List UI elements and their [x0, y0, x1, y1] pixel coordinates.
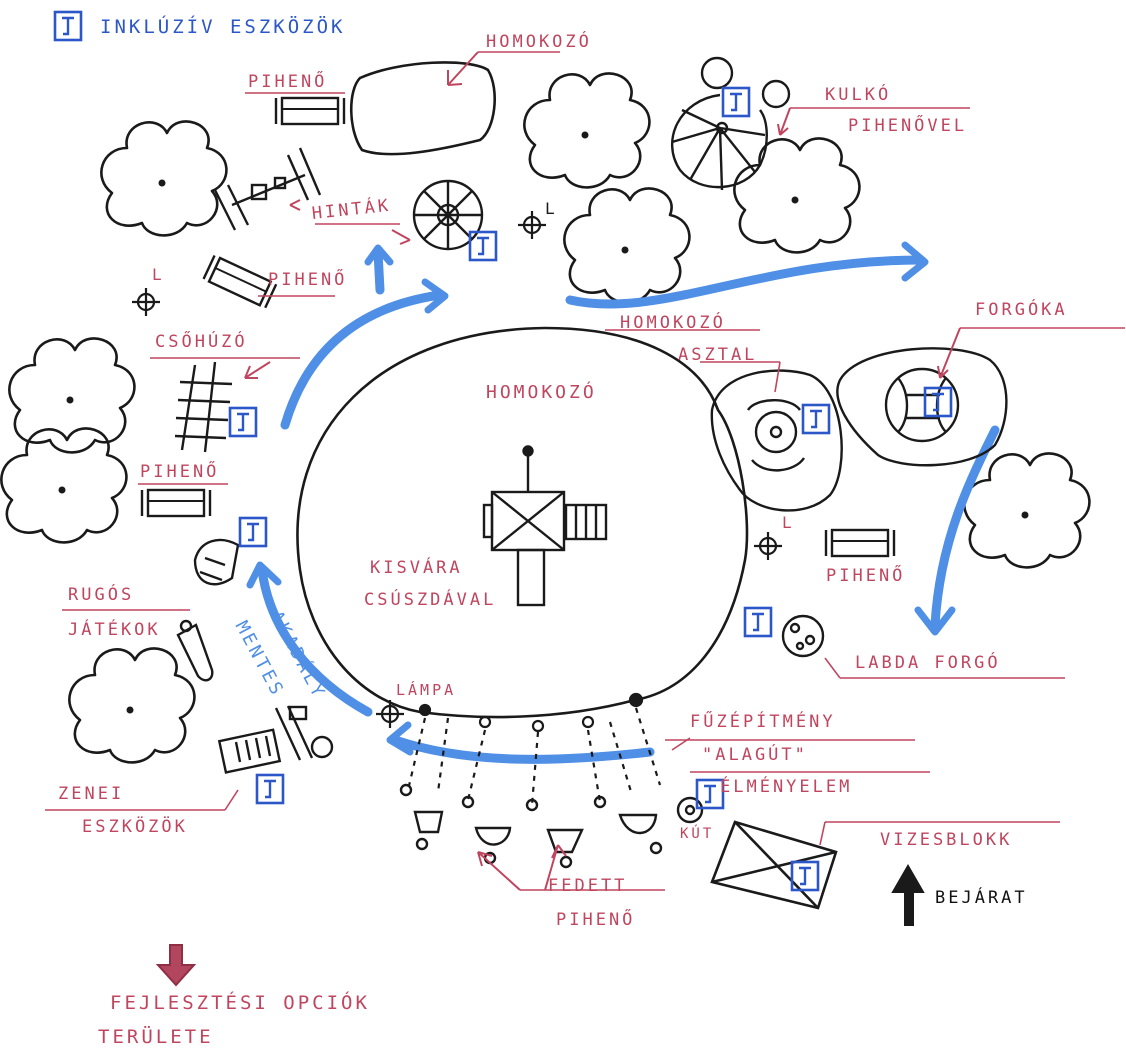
tree-icon: [100, 120, 228, 237]
inclusive-marker: [255, 773, 285, 805]
water-block: [710, 820, 838, 910]
spring-toy: [176, 619, 214, 682]
lamp-icon: [752, 530, 784, 562]
flow-arrow: [257, 247, 1000, 764]
music-instruments: [217, 705, 334, 774]
lamp-icon: [374, 698, 406, 730]
label-forgoka: FORGÓKA: [975, 300, 1068, 320]
inclusive-marker: [238, 516, 268, 548]
swing-left: [213, 147, 322, 231]
label-kisvar-1: KISVÁRA: [370, 558, 463, 578]
kulko-wheel: [670, 56, 791, 191]
tree-icon: [0, 427, 128, 544]
label-fejlesztesi-2: TERÜLETE: [98, 1026, 214, 1048]
label-piheno-left-upper: PIHENŐ: [268, 270, 348, 290]
development-arrow-icon: [155, 944, 197, 987]
sand-table: [746, 399, 806, 472]
spring-rocker: [193, 538, 240, 586]
label-homokozo-top: HOMOKOZÓ: [486, 32, 592, 52]
label-kisvar-2: CSÚSZDÁVAL: [364, 590, 497, 610]
round-swing: [412, 179, 484, 251]
label-zenei-2: ESZKÖZÖK: [82, 817, 188, 837]
tree-icon: [733, 137, 861, 254]
svg-text:L: L: [152, 265, 162, 284]
label-fejlesztesi-1: FEJLESZTÉSI OPCIÓK: [110, 992, 370, 1014]
tree-icon: [8, 337, 136, 454]
tree-icon: [963, 452, 1091, 569]
inclusive-marker: [743, 606, 773, 638]
entrance-arrow-icon: [891, 863, 925, 926]
flow-arrow-heads: [246, 241, 956, 756]
label-kut: KÚT: [680, 826, 715, 842]
label-vizesblokk: VIZESBLOKK: [880, 830, 1013, 850]
sand-table-area: [710, 369, 843, 512]
label-labdaforgo: LABDA FORGÓ: [855, 653, 1001, 673]
label-fedett-2: PIHENŐ: [556, 910, 636, 930]
tree-icon: [563, 187, 691, 304]
carousel-area: [836, 347, 1008, 467]
castle-with-slide: [482, 445, 608, 607]
lamp-icon: [130, 286, 162, 318]
tree-icon: [68, 647, 196, 764]
label-piheno-left: PIHENŐ: [140, 462, 220, 482]
willow-tunnel: [406, 692, 662, 806]
svg-text:L: L: [782, 513, 792, 532]
label-csohuzo: CSŐHÚZÓ: [155, 332, 248, 352]
label-asztal: ASZTAL: [678, 345, 758, 365]
tube-crawl: [174, 361, 233, 453]
label-piheno-top: PIHENŐ: [248, 72, 328, 92]
svg-text:L: L: [545, 199, 555, 218]
label-homokozo-right: HOMOKOZÓ: [620, 313, 726, 333]
label-fuzepitmeny-3: ÉLMÉNYELEM: [720, 777, 853, 797]
carousel: [884, 367, 960, 443]
inclusive-marker: [228, 406, 258, 438]
label-fuzepitmeny-1: FŰZÉPÍTMÉNY: [690, 712, 836, 732]
label-piheno-right: PIHENŐ: [826, 566, 906, 586]
label-rugos-2: JÁTÉKOK: [68, 620, 161, 640]
sandpit-top: [349, 61, 496, 156]
bench-left: [140, 488, 212, 518]
label-fuzepitmeny-2: "ALAGÚT": [702, 745, 808, 765]
bench-top-left: [274, 96, 346, 126]
covered-seating: [399, 783, 663, 869]
label-zenei-1: ZENEI: [58, 784, 125, 804]
lamp-icon: [516, 209, 548, 241]
inclusive-marker: [801, 403, 831, 435]
label-rugos-1: RUGÓS: [68, 585, 135, 605]
bench-left-upper: [202, 254, 278, 309]
tree-icon: [523, 72, 651, 189]
inclusive-marker: [721, 86, 751, 118]
label-kulko-2: PIHENŐVEL: [848, 116, 968, 136]
label-bejarat: BEJÁRAT: [935, 888, 1028, 908]
legend-text: INKLÚZÍV ESZKÖZÖK: [100, 16, 346, 38]
label-homokozo-center: HOMOKOZÓ: [486, 382, 597, 403]
label-fedett-1: FEDETT: [548, 876, 628, 896]
well: [676, 796, 704, 824]
ball-spinner: [781, 614, 825, 658]
label-kulko-1: KULKÓ: [825, 85, 892, 105]
bench-right: [824, 528, 896, 558]
label-lampa: LÁMPA: [396, 681, 457, 699]
